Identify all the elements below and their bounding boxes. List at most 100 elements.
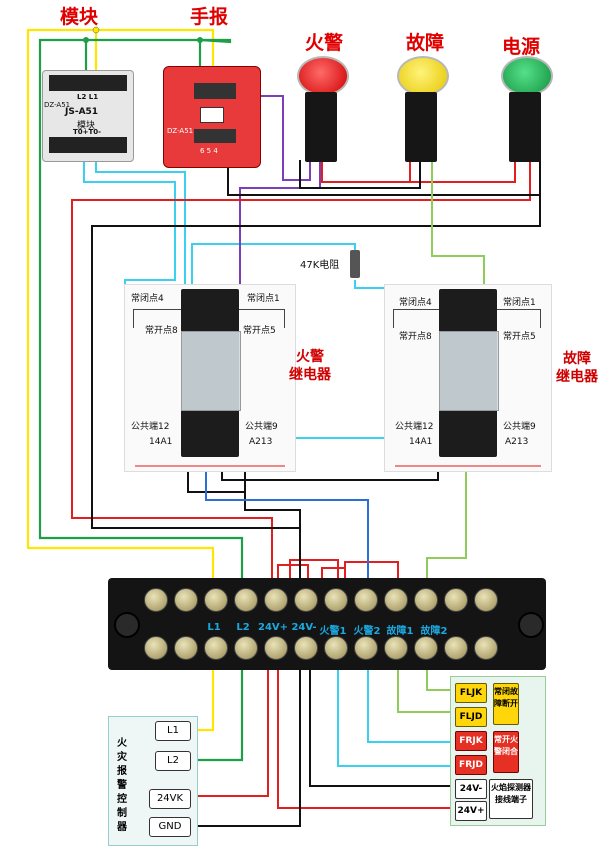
wire-red-lamps-2	[410, 160, 516, 183]
manual-bottom-terminals	[194, 129, 236, 143]
fire-a2: A213	[249, 437, 273, 447]
fault-no8: 常开点8	[399, 332, 432, 342]
terminal-screw	[234, 588, 258, 612]
terminal-screw	[354, 636, 378, 660]
module-title: 模块	[60, 6, 99, 28]
det-24v-minus: 24V-	[455, 779, 487, 799]
wire-yellow-l1	[94, 28, 215, 84]
terminal-screw	[324, 636, 348, 660]
terminal-screw	[474, 636, 498, 660]
manual-alarm-device: DZ-A51 6 5 4	[163, 66, 261, 168]
fault-lamp-body	[405, 92, 437, 162]
fire-no5: 常开点5	[243, 326, 276, 336]
wire-lightgreen-fault-2	[426, 455, 467, 590]
flame-detector-terminals: FLJK FLJD 常闭故障断开 FRJK FRJD 常开火警闭合 24V- 2…	[450, 676, 546, 826]
terminal-screw	[174, 588, 198, 612]
terminal-block-mount-left	[114, 612, 140, 638]
module-device: DZ-A51 L2 L1 JS-A51 模块 T0+T0-	[42, 70, 134, 162]
terminal-screw	[384, 636, 408, 660]
fire-com9: 公共端9	[245, 422, 278, 432]
terminal-label-24v-plus: 24V+	[258, 622, 289, 633]
fire-relay-body	[181, 331, 241, 411]
terminal-screw	[444, 636, 468, 660]
module-terminals-top: L2 L1	[77, 93, 99, 101]
terminal-screw	[264, 636, 288, 660]
terminal-screw	[264, 588, 288, 612]
det-note-fault: 常闭故障断开	[493, 683, 519, 725]
module-model: JS-A51	[65, 107, 99, 117]
fire-alarm-title: 火警	[305, 32, 344, 54]
wire-purple-2	[239, 160, 321, 330]
terminal-screw	[174, 636, 198, 660]
terminal-label-fire1: 火警1	[319, 626, 347, 637]
terminal-screw	[414, 636, 438, 660]
wire-black-gnd	[195, 660, 301, 827]
wire-yellow-l1-down	[26, 28, 215, 590]
fire-lamp	[293, 56, 349, 166]
module-model-small: DZ-A51	[44, 101, 71, 109]
det-note-fire: 常开火警闭合	[493, 731, 519, 773]
fault-relay-label-line1: 故障	[563, 351, 591, 367]
junction-dot-yellow	[92, 26, 100, 34]
det-fljk: FLJK	[455, 683, 487, 703]
fault-a2: A213	[505, 437, 529, 447]
wire-yellow-ctrl-l1	[195, 660, 215, 732]
fault-relay-base-strip	[395, 445, 541, 467]
controller-title: 火灾报警控制器	[117, 738, 127, 833]
wire-cyan-module-1	[83, 150, 386, 439]
terminal-screw	[474, 588, 498, 612]
wire-red-24vk	[195, 660, 269, 797]
fire-relay-label-line2: 继电器	[289, 367, 331, 383]
fault-relay-label-line2: 继电器	[556, 369, 598, 385]
wire-black-lamps-2	[299, 160, 421, 189]
terminal-screw	[144, 636, 168, 660]
fault-lamp	[393, 56, 449, 166]
wire-red-bridge-3	[344, 561, 399, 590]
terminal-label-24v-minus: 24V-	[291, 622, 317, 633]
fault-relay-label: 故障 继电器	[548, 350, 606, 386]
manual-window	[200, 107, 224, 123]
wire-green-l2-down	[38, 38, 244, 590]
terminal-label-fire2: 火警2	[353, 626, 381, 637]
fault-a1: 14A1	[409, 437, 433, 447]
wire-purple-1	[222, 95, 311, 181]
fire-nc4: 常闭点4	[131, 294, 164, 304]
wire-cyan-det-1	[337, 660, 455, 767]
junction-dot-green-1	[83, 37, 89, 43]
module-name: 模块	[77, 121, 96, 131]
terminal-block	[108, 578, 546, 670]
det-frjd: FRJD	[455, 755, 487, 775]
power-lamp	[497, 56, 553, 166]
fire-relay-base-strip	[135, 445, 285, 467]
power-lamp-lens	[501, 56, 553, 96]
terminal-label-l2: L2	[236, 622, 250, 633]
junction-dot-green-2	[197, 37, 203, 43]
module-top-strip	[49, 75, 127, 91]
terminal-screw	[354, 588, 378, 612]
wire-blue-relay	[205, 455, 369, 590]
controller-l1: L1	[155, 721, 191, 741]
terminal-screw	[414, 588, 438, 612]
manual-top-terminals	[194, 83, 236, 99]
wire-lightgreen-det	[397, 660, 455, 713]
fault-relay-body	[439, 331, 499, 411]
wire-green-l2	[84, 38, 232, 84]
det-24v-plus: 24V+	[455, 801, 487, 821]
wire-red-fire1	[289, 559, 339, 590]
manual-terminals: 6 5 4	[200, 147, 218, 155]
fault-title: 故障	[406, 32, 445, 54]
wire-black-main	[91, 195, 541, 590]
module-bottom-strip	[49, 137, 127, 153]
terminal-screw	[324, 588, 348, 612]
wire-red-lamps	[321, 160, 411, 183]
power-title: 电源	[502, 36, 541, 58]
terminal-screw	[384, 588, 408, 612]
terminal-label-fault1: 故障1	[386, 626, 414, 637]
fire-lamp-body	[305, 92, 337, 162]
fault-lamp-lens	[397, 56, 449, 96]
fire-relay-label: 火警 继电器	[282, 348, 338, 384]
terminal-label-l1: L1	[207, 622, 221, 633]
terminal-screw	[294, 588, 318, 612]
terminal-screw	[444, 588, 468, 612]
fire-lamp-lens	[297, 56, 349, 96]
